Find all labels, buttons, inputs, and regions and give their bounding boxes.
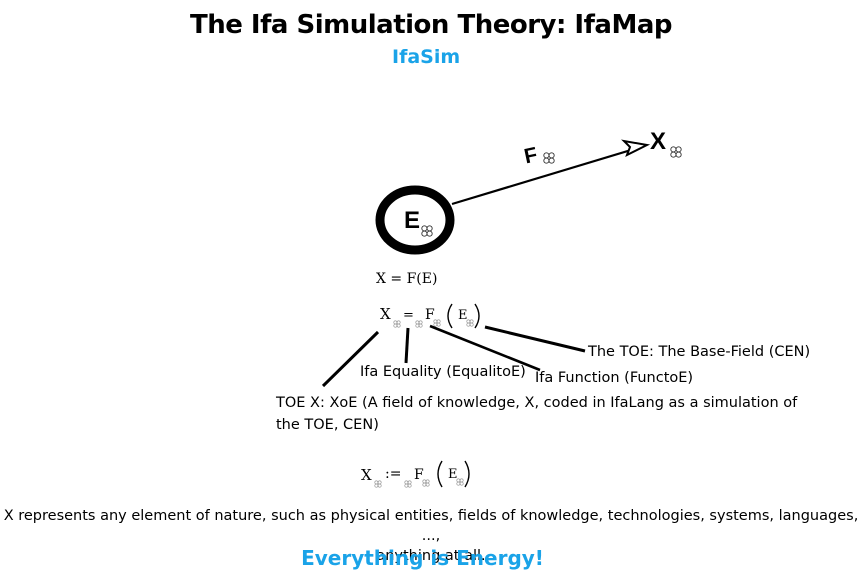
quatrefoil-icon	[543, 152, 555, 164]
description-line-2: anything at all.	[376, 548, 486, 564]
eq3-left-paren	[437, 460, 443, 488]
equation-2-eq: =	[403, 308, 414, 323]
eq2-left-paren	[447, 303, 453, 329]
arrow-f-label: F	[522, 143, 539, 168]
description-line-1: X represents any element of nature, such…	[3, 508, 859, 544]
eq3-right-paren	[464, 460, 470, 488]
eq2-right-paren	[474, 303, 480, 329]
quatrefoil-icon	[456, 478, 464, 486]
equation-2-f: F	[425, 307, 435, 323]
arrow-f-head	[621, 139, 651, 158]
arrow-f	[451, 145, 642, 206]
motto: Everything is Energy!	[301, 546, 544, 570]
equation-3-e: E	[448, 467, 458, 482]
quatrefoil-icon	[404, 480, 412, 488]
quatrefoil-icon	[466, 319, 474, 327]
node-e-ring	[375, 185, 455, 255]
quatrefoil-icon	[421, 225, 433, 237]
target-x-label: X	[650, 128, 666, 155]
description: X represents any element of nature, such…	[0, 506, 862, 566]
pointer-function	[429, 324, 541, 372]
label-function: Ifa Function (FunctoE)	[535, 370, 694, 386]
equation-2-e: E	[458, 308, 468, 323]
label-toe: The TOE: The Base-Field (CEN)	[588, 344, 811, 360]
quatrefoil-icon	[415, 320, 423, 328]
pointer-equality	[404, 327, 410, 364]
node-e-label: E	[404, 207, 420, 234]
quatrefoil-icon	[374, 480, 382, 488]
label-equality: Ifa Equality (EqualitoE)	[360, 364, 526, 380]
equation-3-eq: :=	[385, 466, 402, 482]
equation-3-x: X	[361, 466, 372, 484]
page-subtitle: IfaSim	[392, 46, 461, 68]
equation-3-f: F	[414, 467, 424, 483]
quatrefoil-icon	[393, 320, 401, 328]
page-title: The Ifa Simulation Theory: IfaMap	[190, 10, 673, 40]
label-toe-x: TOE X: XoE (A field of knowledge, X, cod…	[276, 395, 798, 433]
pointer-toe-x	[321, 330, 380, 388]
equation-1: X = F(E)	[376, 271, 438, 287]
equation-2-x: X	[380, 305, 391, 323]
quatrefoil-icon	[670, 146, 682, 158]
pointer-toe	[484, 325, 586, 353]
